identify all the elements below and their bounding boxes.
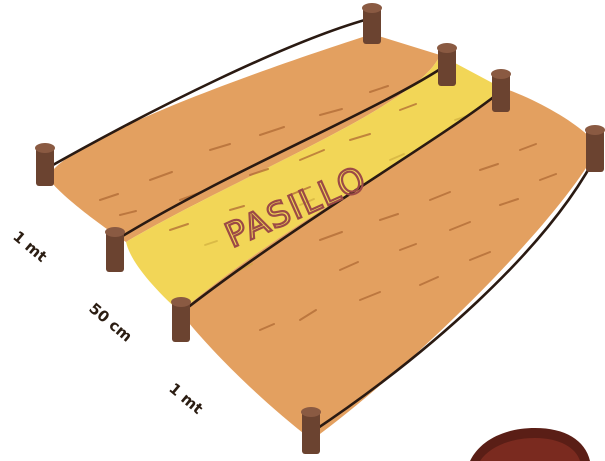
- measure-bed-bottom: 1 mt: [165, 379, 206, 418]
- measure-bed-top: 1 mt: [9, 227, 50, 266]
- stake-4: [437, 43, 457, 86]
- ground: [48, 34, 598, 440]
- stake-8: [585, 125, 605, 172]
- measure-aisle: 50 cm: [85, 299, 135, 345]
- stake-2: [362, 3, 382, 44]
- stake-7: [301, 407, 321, 454]
- stake-3: [105, 227, 125, 272]
- stake-5: [171, 297, 191, 342]
- stake-6: [491, 69, 511, 112]
- stake-1: [35, 143, 55, 186]
